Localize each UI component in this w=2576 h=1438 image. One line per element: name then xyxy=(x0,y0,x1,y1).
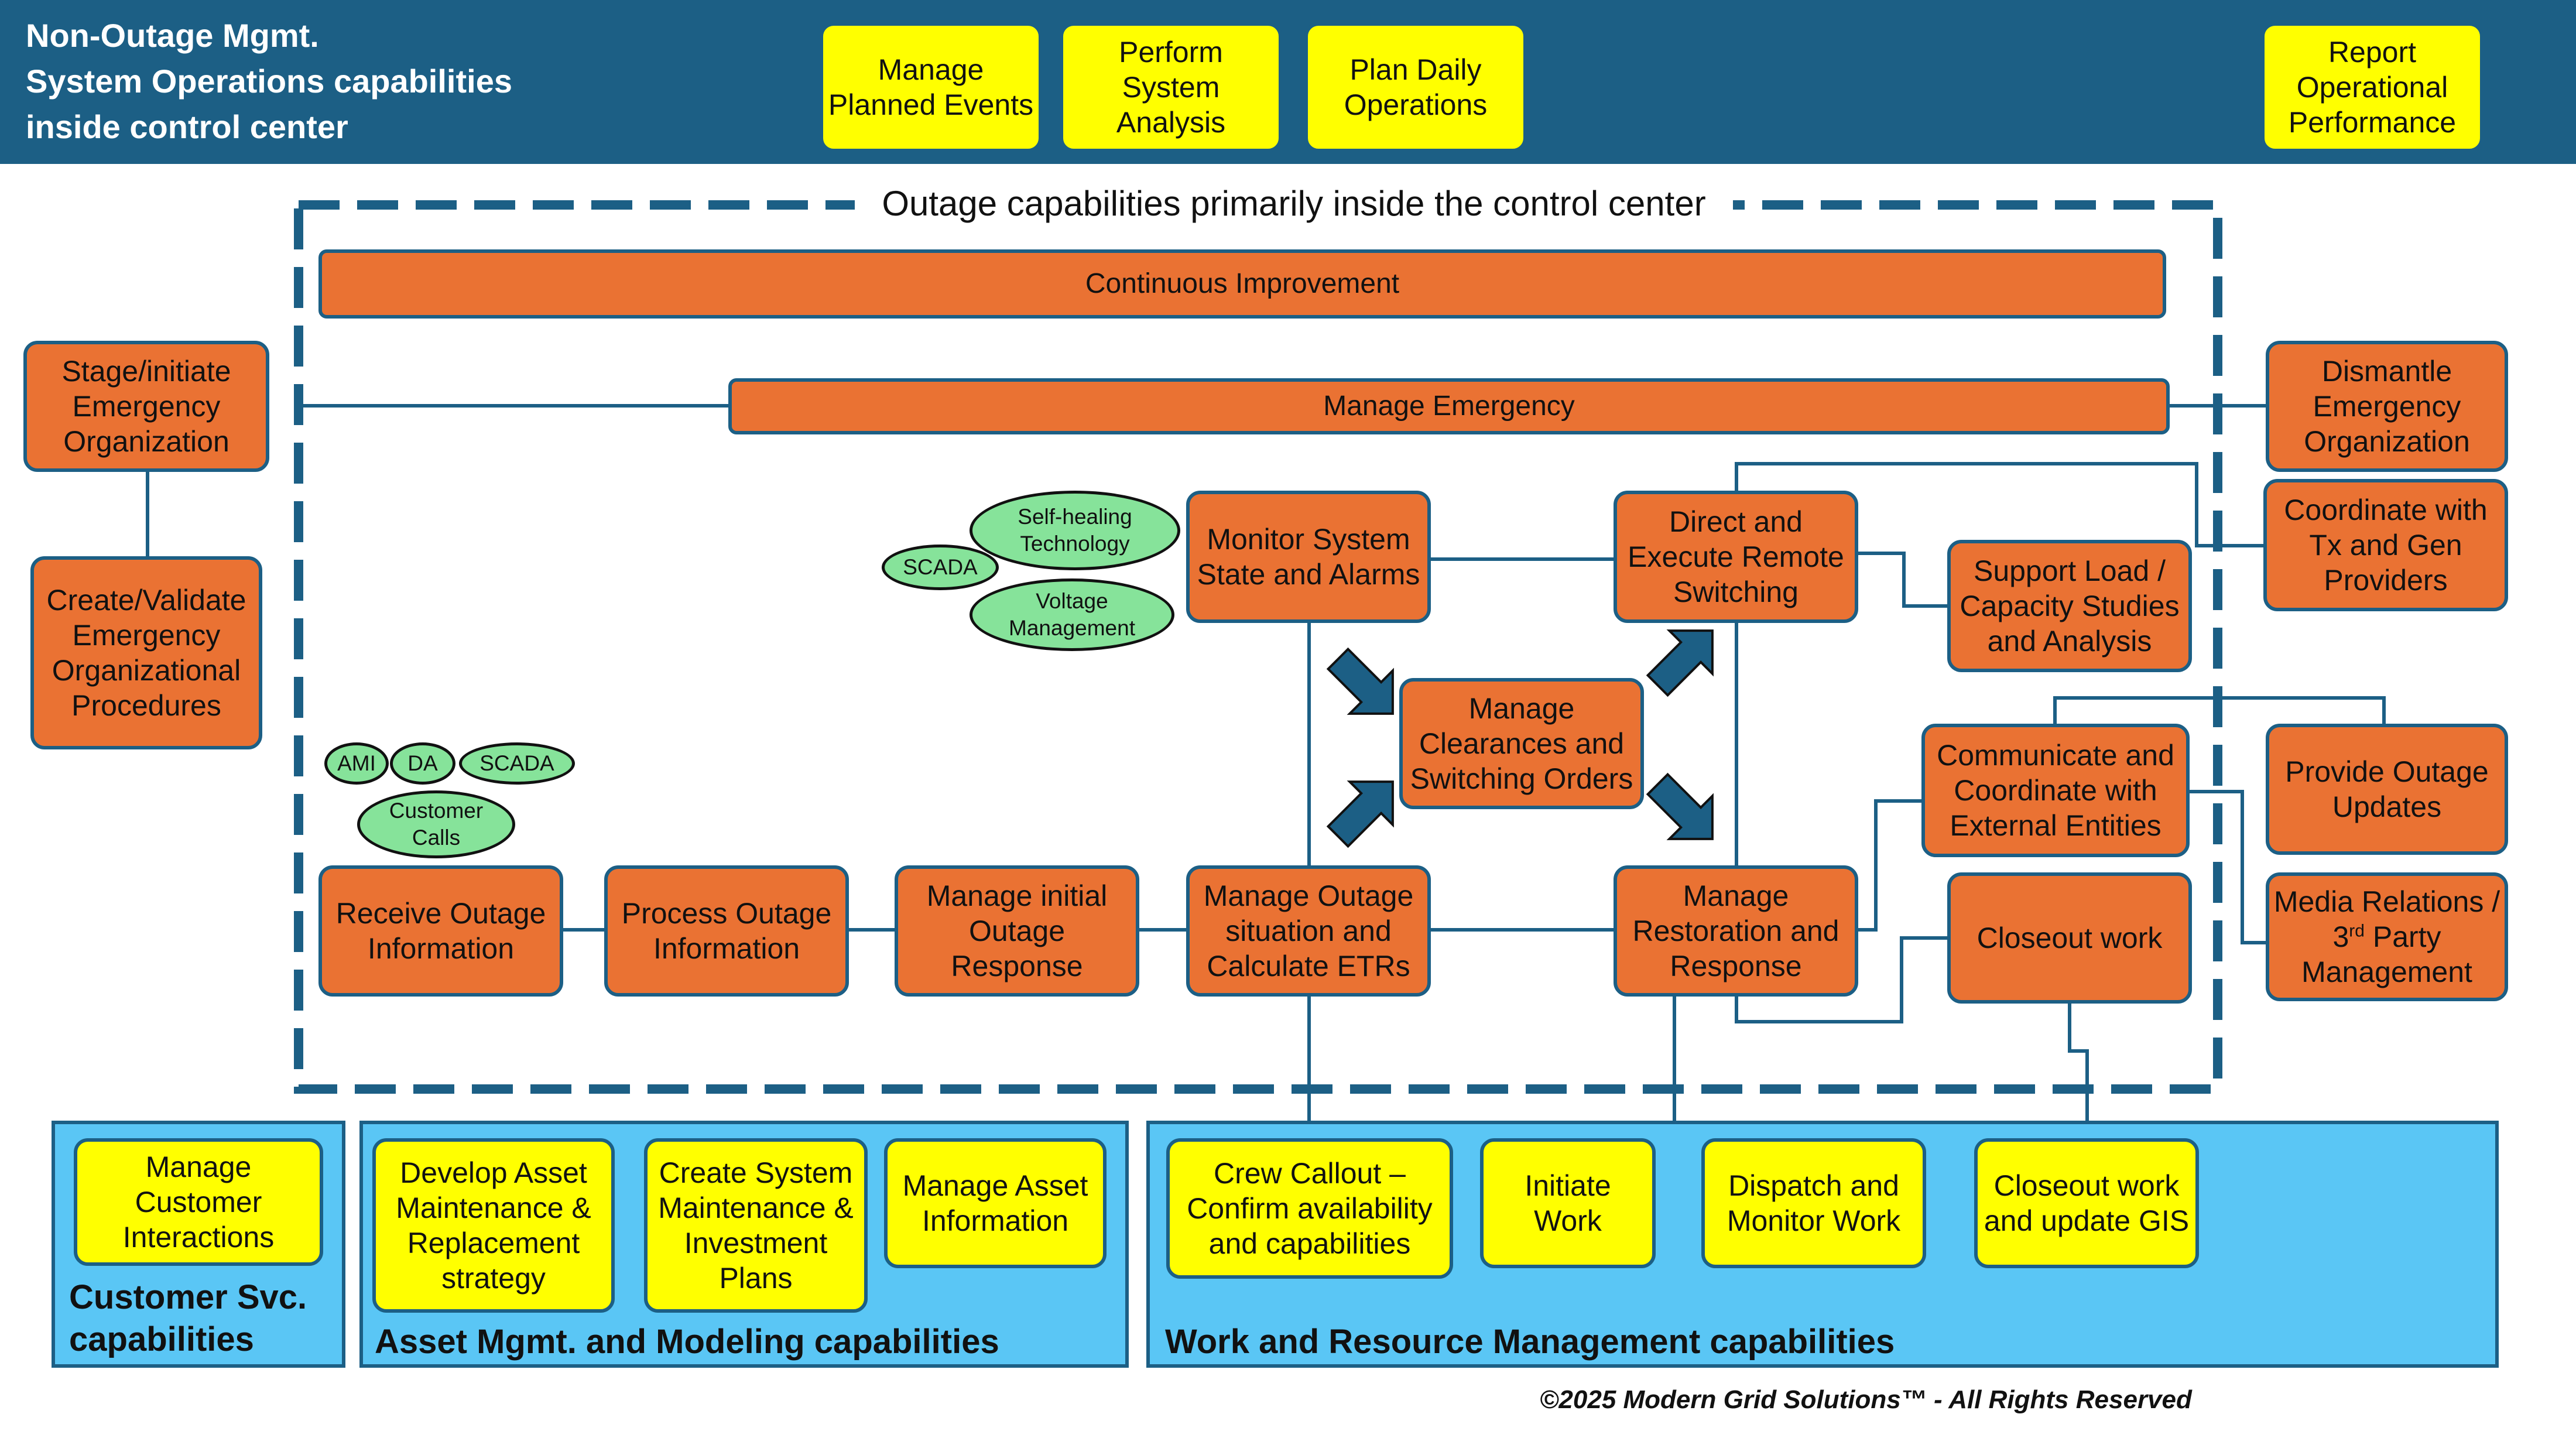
outage-region-label: Outage capabilities primarily inside the… xyxy=(855,180,1733,227)
header-bar xyxy=(0,0,2576,164)
asset-mgmt-label: Asset Mgmt. and Modeling capabilities xyxy=(375,1323,999,1361)
scada-bottom-ellipse: SCADA xyxy=(459,742,575,785)
header-title: Non-Outage Mgmt. System Operations capab… xyxy=(26,13,670,150)
arrow-clearances-to-direct xyxy=(1646,629,1714,697)
header-title-line-3: inside control center xyxy=(26,108,348,145)
closeout-work-box: Closeout work xyxy=(1947,872,2192,1004)
arrow-monitor-to-clearances xyxy=(1326,647,1394,715)
header-title-line-1: Non-Outage Mgmt. xyxy=(26,17,319,54)
ami-ellipse: AMI xyxy=(324,742,389,785)
manage-emergency-bar: Manage Emergency xyxy=(728,378,2170,434)
work-resource-label: Work and Resource Management capabilitie… xyxy=(1165,1323,1895,1361)
continuous-improvement-bar: Continuous Improvement xyxy=(318,249,2166,319)
arrow-situation-to-clearances xyxy=(1326,780,1394,848)
header-title-line-2: System Operations capabilities xyxy=(26,63,512,100)
da-ellipse: DA xyxy=(390,742,455,785)
customer-svc-label: Customer Svc.capabilities xyxy=(69,1278,307,1358)
scada-top-ellipse: SCADA xyxy=(882,545,999,590)
arrow-clearances-to-restoration xyxy=(1646,772,1714,840)
copyright-notice: ©2025 Modern Grid Solutions™ - All Right… xyxy=(1540,1385,2192,1414)
